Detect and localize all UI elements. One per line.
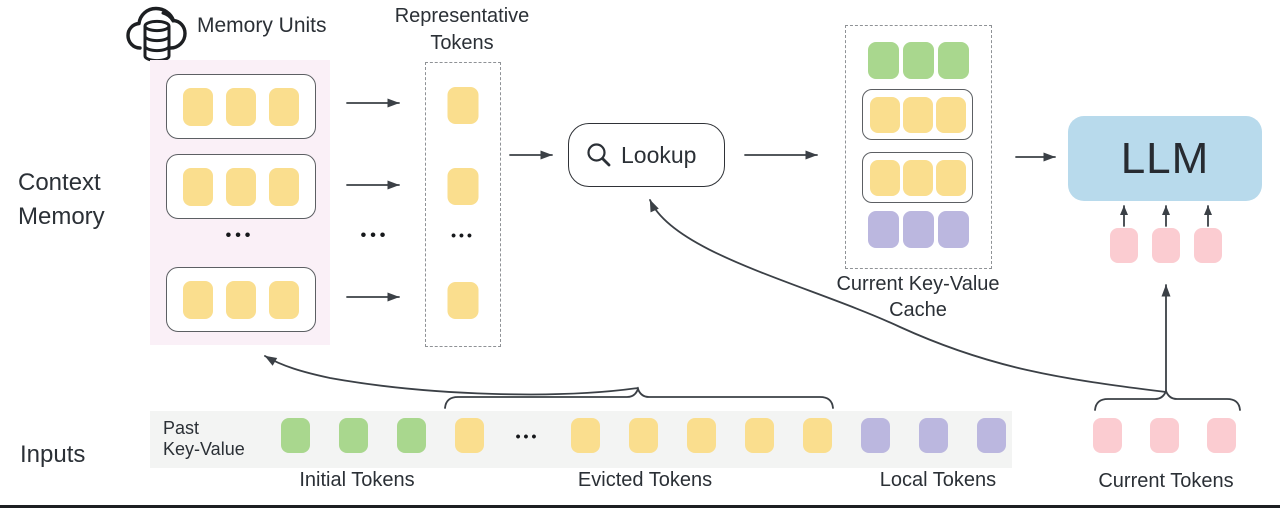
representative-tokens-box: ••• <box>425 62 501 347</box>
pink-token <box>1207 418 1236 453</box>
inputs-label: Inputs <box>20 441 86 468</box>
yellow-token <box>269 280 299 319</box>
ellipsis: ••• <box>515 427 540 444</box>
current-token-row <box>1093 418 1236 453</box>
memory-unit-row <box>166 74 316 139</box>
yellow-token <box>455 418 484 453</box>
purple-token <box>868 211 899 248</box>
current-kv-cache-box <box>845 25 992 269</box>
initial-tokens-label: Initial Tokens <box>299 469 415 491</box>
purple-token <box>919 418 948 453</box>
evicted-tokens-brace <box>444 386 834 409</box>
representative-tokens-label: Representative Tokens <box>394 5 530 54</box>
green-token <box>281 418 310 453</box>
pink-token <box>1093 418 1122 453</box>
retrieved-memory-unit <box>862 89 973 140</box>
yellow-token <box>269 167 299 206</box>
initial-token-row <box>846 42 991 79</box>
current-tokens-brace <box>1094 388 1241 411</box>
pink-token <box>1194 228 1222 263</box>
green-token <box>903 42 934 79</box>
pink-token <box>1110 228 1138 263</box>
ellipsis: ••• <box>360 227 390 244</box>
green-token <box>868 42 899 79</box>
yellow-token <box>935 96 966 133</box>
yellow-token <box>687 418 716 453</box>
ellipsis: ••• <box>225 227 255 244</box>
purple-token <box>938 211 969 248</box>
yellow-token <box>183 87 213 126</box>
lookup-box: Lookup <box>568 123 725 187</box>
local-token-row <box>846 211 991 248</box>
purple-token <box>977 418 1006 453</box>
past-key-value-token-row: ••• <box>281 418 1006 453</box>
yellow-token <box>869 96 900 133</box>
yellow-token <box>745 418 774 453</box>
yellow-token <box>226 167 256 206</box>
arrow-evicted-tokens-to-context-memory <box>264 355 639 396</box>
context-memory-label: Context Memory <box>18 169 105 230</box>
yellow-token <box>183 280 213 319</box>
memory-units-label: Memory Units <box>197 14 327 37</box>
evicted-tokens-label: Evicted Tokens <box>577 469 713 491</box>
memory-unit-row <box>166 154 316 219</box>
yellow-token <box>226 280 256 319</box>
purple-token <box>861 418 890 453</box>
yellow-token <box>447 87 479 124</box>
context-memory-box <box>150 60 330 345</box>
local-tokens-label: Local Tokens <box>879 469 997 491</box>
yellow-token <box>902 159 933 196</box>
yellow-token <box>803 418 832 453</box>
ellipsis: ••• <box>451 227 475 243</box>
purple-token <box>903 211 934 248</box>
yellow-token <box>447 168 479 205</box>
llm-label: LLM <box>1120 133 1210 183</box>
current-kv-cache-label: Current Key-Value Cache <box>836 273 1000 321</box>
yellow-token <box>447 282 479 319</box>
yellow-token <box>269 87 299 126</box>
green-token <box>938 42 969 79</box>
past-key-value-label: Past Key-Value <box>163 418 245 459</box>
yellow-token <box>183 167 213 206</box>
figure-bottom-rule <box>0 505 1280 508</box>
yellow-token <box>902 96 933 133</box>
yellow-token <box>571 418 600 453</box>
llm-box: LLM <box>1068 116 1262 201</box>
yellow-token <box>869 159 900 196</box>
llm-input-token-row <box>1110 228 1222 263</box>
yellow-token <box>226 87 256 126</box>
cloud-database-icon <box>126 6 187 62</box>
green-token <box>397 418 426 453</box>
pink-token <box>1150 418 1179 453</box>
retrieved-memory-unit <box>862 152 973 203</box>
green-token <box>339 418 368 453</box>
memory-unit-row <box>166 267 316 332</box>
current-tokens-label: Current Tokens <box>1098 470 1234 492</box>
yellow-token <box>935 159 966 196</box>
pink-token <box>1152 228 1180 263</box>
yellow-token <box>629 418 658 453</box>
search-icon <box>587 143 611 167</box>
lookup-label: Lookup <box>621 141 697 168</box>
